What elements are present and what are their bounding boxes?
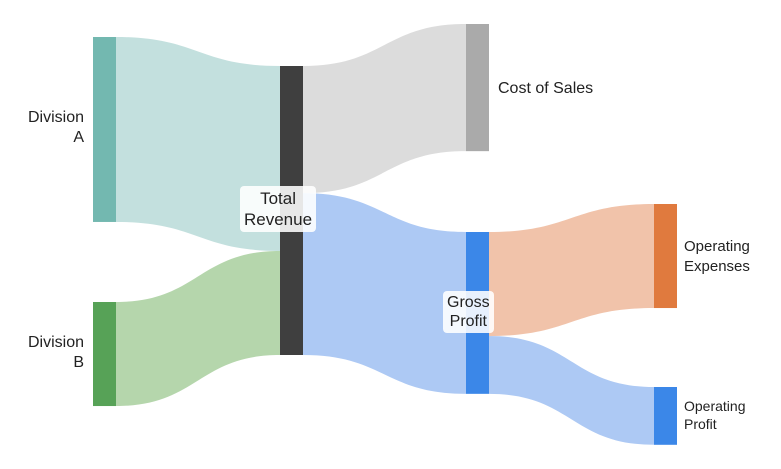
node-divA [93,37,116,222]
label-cost-of-sales: Cost of Sales [498,80,594,97]
link-total-cos [303,24,466,194]
label-line: Revenue [244,210,313,229]
label-division-a: Division A [28,108,84,148]
label-line: Expenses [684,258,750,275]
node-opex [654,204,677,309]
label-line: Profit [684,416,717,432]
link-divA-total [116,37,280,251]
label-line: Total [260,189,296,208]
link-gp-opex [489,204,654,337]
label-gross-profit: Gross Profit [443,291,494,333]
link-gp-op [489,336,654,445]
label-division-b: Division B [28,333,84,373]
node-cos [466,24,489,152]
label-line: Division [27,109,84,126]
label-operating-profit: Operating Profit [684,397,745,433]
label-line: Operating [684,238,750,255]
label-line: Operating [684,398,746,414]
node-divB [93,302,116,407]
link-divB-total [116,250,280,407]
link-total-gp [303,193,466,394]
label-line: Division [27,334,84,351]
label-total-revenue: Total Revenue [240,186,317,232]
label-line: B [73,354,84,371]
label-line: Profit [449,313,487,330]
label-line: Gross [447,294,490,311]
label-line: A [73,129,84,146]
label-operating-expenses: Operating Expenses [684,237,750,277]
node-op [654,387,677,445]
